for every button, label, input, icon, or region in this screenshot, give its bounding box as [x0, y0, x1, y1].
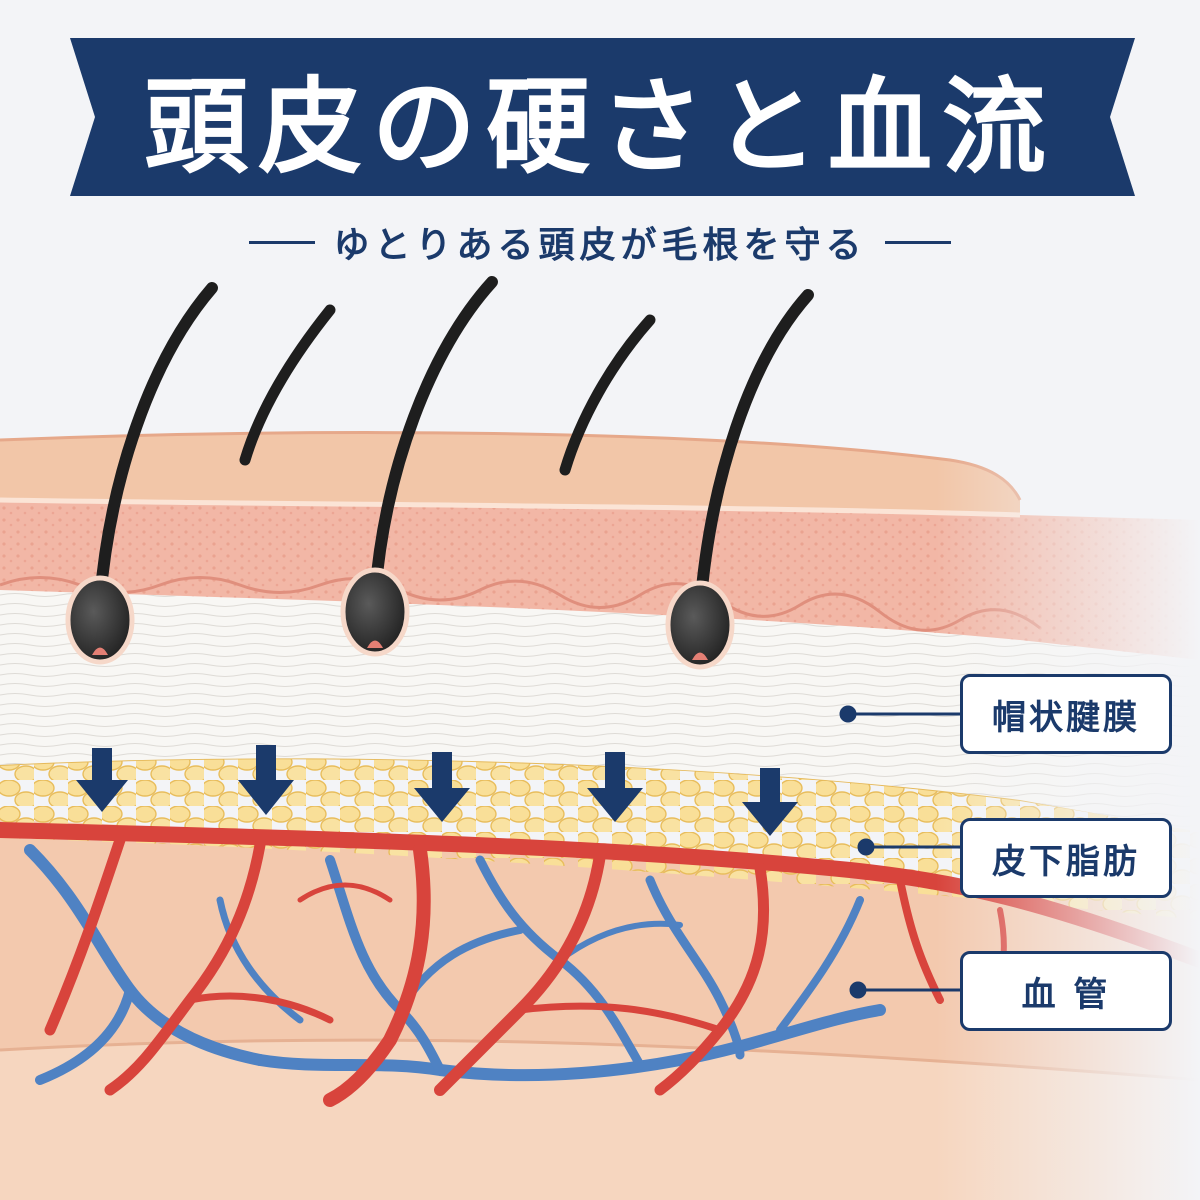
subtitle-dash-left: [249, 240, 316, 244]
label-dot-icon: [849, 981, 867, 999]
page-title: 頭皮の硬さと血流: [143, 65, 1056, 188]
label-dot-icon: [857, 838, 875, 856]
pressure-arrows: [76, 745, 798, 836]
label-connectors: [839, 705, 960, 999]
title-banner: [70, 38, 1135, 196]
subtitle-dash-right: [884, 240, 951, 244]
subtitle: ゆとりある頭皮が毛根を守る: [0, 214, 1200, 270]
label-vessel: 血 管: [960, 951, 1172, 1031]
down-arrow-icon: [742, 768, 798, 836]
down-arrow-icon: [238, 745, 294, 815]
subtitle-text: ゆとりある頭皮が毛根を守る: [333, 225, 867, 266]
label-fat: 皮下脂肪: [960, 818, 1172, 898]
down-arrow-icon: [587, 752, 643, 822]
label-galea: 帽状腱膜: [960, 674, 1172, 754]
down-arrow-icon: [76, 748, 128, 812]
down-arrow-icon: [414, 752, 470, 822]
label-dot-icon: [839, 705, 857, 723]
